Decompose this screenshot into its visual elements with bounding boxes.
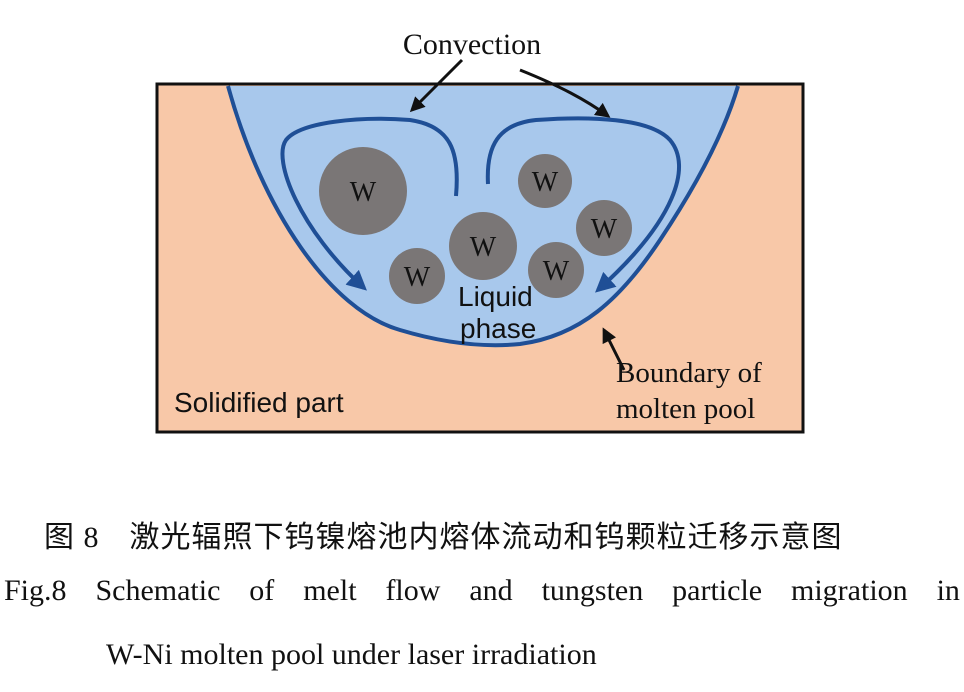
particle-label: W (470, 232, 497, 263)
caption-english-line1: Fig.8 Schematic of melt flow and tungste… (4, 574, 960, 608)
liquid-phase-label-line1: Liquid (458, 281, 533, 312)
convection-label: Convection (403, 28, 541, 61)
caption-en-word: of (249, 574, 275, 607)
boundary-pointer (602, 327, 626, 371)
caption-en-number: Fig.8 (4, 574, 67, 607)
convection-flow-left (280, 116, 459, 291)
particle-label: W (404, 262, 431, 293)
melt-pool-diagram: W W W W W W W Convection Liquid phase Bo… (155, 28, 805, 434)
particle-label: W (543, 256, 570, 287)
particle-label: W (591, 214, 618, 245)
tungsten-particle: W (518, 154, 572, 208)
caption-chinese: 图 8 激光辐照下钨镍熔池内熔体流动和钨颗粒迁移示意图 (44, 512, 843, 556)
caption-en-word: in (936, 574, 960, 607)
convection-pointer-right (519, 68, 611, 118)
tungsten-particle: W (576, 200, 632, 256)
particle-label: W (350, 177, 377, 208)
convection-flow-right (485, 116, 681, 293)
convection-pointer-left (409, 58, 464, 113)
solidified-label: Solidified part (174, 387, 344, 418)
caption-en-word: Schematic (95, 574, 221, 607)
caption-cn-text: 激光辐照下钨镍熔池内熔体流动和钨颗粒迁移示意图 (129, 521, 843, 554)
boundary-label-line2: molten pool (616, 393, 755, 425)
tungsten-particle: W (389, 248, 445, 304)
particle-label: W (532, 167, 559, 198)
liquid-phase-label-line2: phase (460, 313, 536, 344)
tungsten-particle: W (319, 147, 407, 235)
caption-en-word: tungsten (541, 574, 644, 607)
molten-pool-boundary (226, 85, 740, 348)
tungsten-particle: W (528, 242, 584, 298)
tungsten-particle: W (449, 212, 517, 280)
boundary-label-line1: Boundary of (616, 357, 762, 389)
caption-en-word: melt (303, 574, 357, 607)
caption-cn-number: 图 8 (44, 521, 100, 554)
caption-en-word: flow (385, 574, 441, 607)
caption-en-word: particle (672, 574, 763, 607)
caption-english-line2: W-Ni molten pool under laser irradiation (106, 638, 597, 671)
caption-en-word: migration (791, 574, 908, 607)
caption-en-word: and (469, 574, 513, 607)
